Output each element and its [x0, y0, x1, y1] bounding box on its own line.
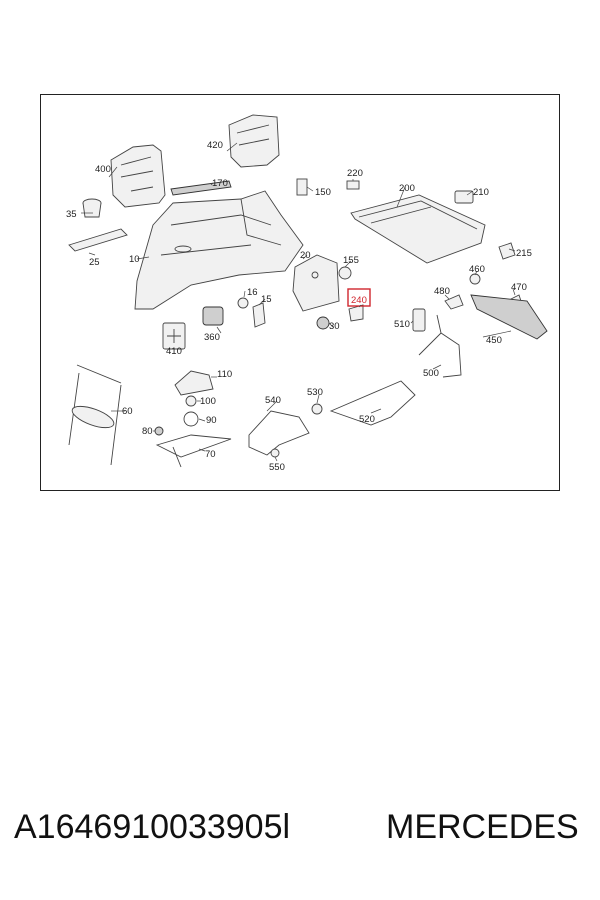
part-number: A1646910033905l — [14, 808, 291, 846]
label-60: 60 — [122, 406, 133, 417]
label-15: 15 — [261, 294, 272, 305]
label-510: 510 — [394, 319, 410, 330]
label-215: 215 — [516, 248, 532, 259]
part-30-screw[interactable] — [316, 316, 330, 330]
part-220-clip[interactable] — [346, 180, 360, 190]
part-240-cover[interactable] — [348, 304, 364, 322]
part-155-screw[interactable] — [338, 266, 352, 280]
label-16: 16 — [247, 287, 258, 298]
parts-diagram: 400 420 170 35 25 10 150 220 200 210 215… — [40, 94, 560, 491]
part-450-sill[interactable] — [470, 294, 548, 340]
part-410-cover[interactable] — [162, 322, 186, 350]
label-200: 200 — [399, 183, 415, 194]
label-530: 530 — [307, 387, 323, 398]
label-240-highlighted: 240 — [351, 295, 367, 306]
label-30: 30 — [329, 321, 340, 332]
part-110-cover[interactable] — [174, 370, 214, 396]
label-220: 220 — [347, 168, 363, 179]
label-10: 10 — [129, 254, 140, 265]
label-540: 540 — [265, 395, 281, 406]
label-90: 90 — [206, 415, 217, 426]
label-80: 80 — [142, 426, 153, 437]
part-90-washer[interactable] — [183, 411, 199, 427]
part-550-nut[interactable] — [270, 448, 280, 458]
part-170-strip[interactable] — [170, 180, 232, 196]
part-60-roller-blind[interactable] — [68, 364, 122, 466]
part-200-cover[interactable] — [350, 194, 486, 264]
part-420-trim-panel[interactable] — [228, 114, 280, 168]
part-215-connector[interactable] — [498, 242, 516, 260]
label-110: 110 — [217, 369, 232, 380]
label-70: 70 — [205, 449, 216, 460]
label-410: 410 — [166, 346, 182, 357]
label-500: 500 — [423, 368, 439, 379]
part-400-trim-panel[interactable] — [110, 144, 166, 208]
label-470: 470 — [511, 282, 527, 293]
part-520-rod[interactable] — [329, 380, 416, 426]
label-150: 150 — [315, 187, 331, 198]
label-25: 25 — [89, 257, 100, 268]
highlight-box-240 — [347, 288, 371, 307]
part-530-bolt[interactable] — [311, 403, 323, 415]
part-70-bracket[interactable] — [155, 434, 232, 468]
label-400: 400 — [95, 164, 111, 175]
caption-bar: A1646910033905l MERCEDES — [0, 808, 600, 858]
label-35: 35 — [66, 209, 77, 220]
part-480-hook[interactable] — [444, 294, 464, 310]
label-170: 170 — [212, 178, 228, 189]
label-520: 520 — [359, 414, 375, 425]
part-150-clip[interactable] — [296, 178, 308, 196]
label-450: 450 — [486, 335, 502, 346]
leader-lines — [81, 142, 516, 462]
part-16-washer[interactable] — [237, 297, 249, 309]
part-500-bracket[interactable] — [418, 314, 462, 378]
part-25-handle[interactable] — [68, 228, 128, 252]
part-10-side-trim[interactable] — [134, 190, 304, 310]
label-100: 100 — [200, 396, 216, 407]
part-15-clip[interactable] — [252, 302, 266, 328]
part-510-lock[interactable] — [412, 308, 426, 332]
label-420: 420 — [207, 140, 223, 151]
part-360-socket[interactable] — [202, 306, 224, 326]
brand-name: MERCEDES — [386, 808, 579, 846]
part-35-cup[interactable] — [82, 198, 102, 218]
label-155: 155 — [343, 255, 359, 266]
label-550: 550 — [269, 462, 285, 473]
part-80-screw[interactable] — [154, 426, 164, 436]
label-460: 460 — [469, 264, 485, 275]
label-210: 210 — [473, 187, 489, 198]
part-100-nut[interactable] — [185, 395, 197, 407]
part-460-clip[interactable] — [469, 273, 481, 285]
part-20-cover[interactable] — [292, 254, 340, 312]
label-480: 480 — [434, 286, 450, 297]
label-360: 360 — [204, 332, 220, 343]
label-20: 20 — [300, 250, 311, 261]
part-540-bracket[interactable] — [248, 410, 310, 456]
